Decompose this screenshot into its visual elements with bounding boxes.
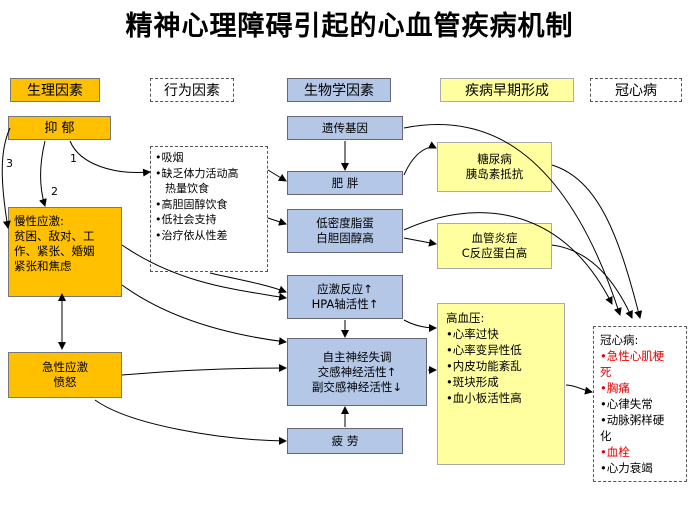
hypertension-box: 高血压: •心率过快 •心率变异性低 •内皮功能紊乱 •斑块形成 •血小板活性高: [437, 303, 565, 465]
behavior-line: •缺乏体力活动高: [155, 166, 239, 180]
arrow-behavior-obesity: [267, 169, 287, 182]
header-early-disease: 疾病早期形成: [440, 78, 574, 102]
header-biological: 生物学因素: [287, 78, 391, 102]
ldl-line: 低密度脂蛋: [316, 216, 374, 230]
behavior-box: •吸烟 •缺乏体力活动高 热量饮食 •高胆固醇饮食 •低社会支持 •治疗依从性差: [150, 146, 268, 272]
depression-box: 抑 郁: [8, 116, 111, 140]
chronic-stress-line: 紧张和焦虑: [14, 259, 72, 273]
ldl-box: 低密度脂蛋 白胆固醇高: [287, 209, 403, 253]
behavior-line: •治疗依从性差: [155, 228, 228, 242]
hypertension-line: •心率变异性低: [446, 343, 522, 357]
ldl-line: 白胆固醇高: [316, 231, 374, 245]
arrow-ldl-vasculitis: [403, 237, 437, 247]
arrow-hypertension-chd: [565, 384, 593, 395]
autonomic-line: 自主神经失调: [322, 349, 392, 364]
header-physiological: 生理因素: [10, 78, 100, 102]
arrow-depression-chronic: [39, 140, 47, 207]
acute-stress-line: 愤怒: [53, 375, 77, 389]
page-title: 精神心理障碍引起的心血管疾病机制: [125, 11, 574, 42]
behavior-line: •吸烟: [155, 151, 184, 164]
vasculitis-box: 血管炎症 C反应蛋白高: [437, 223, 552, 269]
chd-line: •动脉粥样硬: [600, 413, 665, 427]
behavior-line: •高胆固醇饮食: [155, 197, 228, 211]
genetic-box: 遗传基因: [287, 116, 403, 140]
arrow-chronic-autonomic: [121, 284, 287, 346]
fatigue-box: 疲 劳: [287, 428, 403, 454]
arrow-acute-autonomic: [121, 364, 287, 376]
hypertension-line: •血小板活性高: [446, 391, 522, 405]
arrow-depression-behavior: [69, 140, 151, 177]
chd-line: 化: [600, 429, 612, 443]
chd-line-red: •急性心肌梗: [600, 349, 665, 363]
hypertension-line: 高血压:: [446, 311, 485, 325]
arrow-obesity-diabetes: [403, 141, 437, 176]
chronic-stress-line: 贫困、敌对、工: [14, 229, 95, 243]
arrow-chronic-stress: [121, 244, 287, 301]
behavior-line: 热量饮食: [165, 182, 209, 195]
arrow-path3: [1, 127, 11, 229]
chd-box: 冠心病: •急性心肌梗 死 •胸痛 •心律失常 •动脉粥样硬 化 •血栓 •心力…: [593, 326, 687, 482]
chd-line-red: •胸痛: [600, 381, 630, 395]
arrow-genetic-diabetes: [403, 123, 622, 316]
path-label-2: 2: [51, 185, 58, 198]
chd-line-red: •血栓: [600, 445, 630, 459]
stress-response-line: HPA轴活性↑: [311, 297, 379, 311]
chronic-stress-line: 作、紧张、婚姻: [14, 244, 95, 258]
arrow-vasculitis-chd: [551, 244, 633, 319]
obesity-box: 肥 胖: [287, 171, 403, 195]
behavior-line: •低社会支持: [155, 213, 217, 226]
autonomic-box: 自主神经失调 交感神经活性↑ 副交感神经活性↓: [287, 338, 427, 406]
arrow-acute-fatigue: [94, 399, 287, 445]
chd-line: •心律失常: [600, 397, 653, 411]
arrow-behavior-stress: [209, 272, 287, 294]
hypertension-line: •内皮功能紊乱: [446, 359, 522, 373]
arrow-diabetes-chd: [551, 164, 643, 319]
acute-stress-box: 急性应激 愤怒: [8, 352, 122, 398]
acute-stress-line: 急性应激: [42, 360, 88, 374]
stress-response-box: 应激反应↑ HPA轴活性↑: [287, 275, 403, 319]
stress-response-line: 应激反应↑: [317, 282, 373, 296]
diabetes-line: 糖尿病: [477, 152, 512, 166]
chronic-stress-box: 慢性应激: 贫困、敌对、工 作、紧张、婚姻 紧张和焦虑: [8, 207, 122, 297]
autonomic-line: 副交感神经活性↓: [311, 379, 403, 394]
vasculitis-line: C反应蛋白高: [461, 246, 528, 260]
path-label-1: 1: [70, 152, 77, 165]
diabetes-box: 糖尿病 胰岛素抵抗: [437, 142, 552, 192]
arrow-stress-hypertension: [403, 319, 437, 332]
chd-line: •心力衰竭: [600, 461, 653, 475]
chd-line: 冠心病:: [600, 333, 639, 347]
autonomic-line: 交感神经活性↑: [317, 364, 397, 379]
vasculitis-line: 血管炎症: [471, 231, 518, 245]
chd-line-red: 死: [600, 365, 612, 379]
diabetes-line: 胰岛素抵抗: [465, 167, 524, 181]
path-label-3: 3: [6, 157, 13, 170]
arrow-ldl-chd: [403, 212, 613, 305]
hypertension-line: •心率过快: [446, 327, 499, 341]
header-behavioral: 行为因素: [150, 78, 234, 102]
hypertension-line: •斑块形成: [446, 375, 499, 389]
arrow-behavior-ldl: [267, 217, 287, 226]
header-chd: 冠心病: [590, 78, 682, 102]
chronic-stress-line: 慢性应激:: [14, 214, 64, 228]
